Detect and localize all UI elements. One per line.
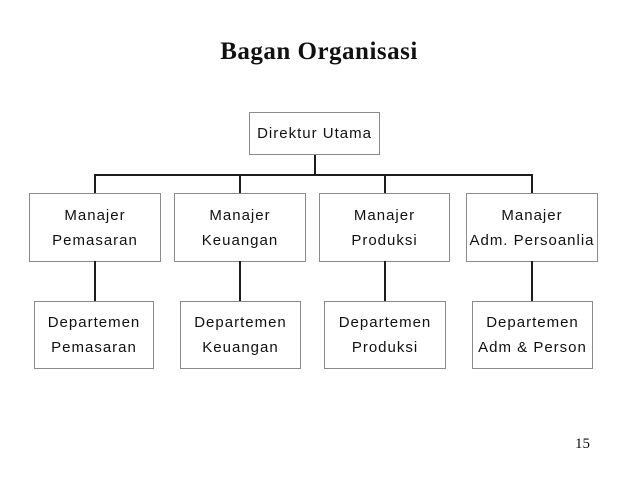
node-label-line2: Produksi bbox=[351, 231, 418, 249]
node-label-line1: Departemen bbox=[486, 314, 579, 331]
connector-stub-4 bbox=[531, 174, 533, 193]
connector-manager-dept-3 bbox=[384, 261, 386, 302]
connector-manager-dept-2 bbox=[239, 261, 241, 302]
page-number: 15 bbox=[575, 436, 590, 452]
connector-stub-1 bbox=[94, 174, 96, 193]
connector-root-vertical bbox=[314, 155, 316, 175]
node-label-line1: Departemen bbox=[194, 314, 287, 331]
node-label-line1: Manajer bbox=[209, 206, 271, 224]
node-label-line1: Departemen bbox=[338, 314, 432, 331]
node-label-line2: Adm & Person bbox=[478, 339, 587, 356]
node-label-line2: Adm. Persoanlia bbox=[469, 231, 595, 249]
connector-stub-3 bbox=[384, 174, 386, 193]
node-label-line2: Pemasaran bbox=[52, 231, 138, 249]
node-label-line2: Produksi bbox=[351, 339, 419, 356]
org-node-departemen-pemasaran: Departemen Pemasaran bbox=[34, 301, 154, 369]
node-label-line2: Keuangan bbox=[202, 339, 279, 356]
slide-title: Bagan Organisasi bbox=[220, 38, 418, 65]
org-node-departemen-adm-person: Departemen Adm & Person bbox=[472, 301, 593, 369]
connector-horizontal bbox=[94, 174, 533, 176]
connector-manager-dept-1 bbox=[94, 261, 96, 302]
node-label: Direktur Utama bbox=[257, 125, 372, 142]
org-node-manajer-keuangan: Manajer Keuangan bbox=[174, 193, 306, 262]
node-label-line1: Manajer bbox=[501, 206, 563, 224]
org-node-departemen-keuangan: Departemen Keuangan bbox=[180, 301, 301, 369]
org-node-manajer-adm-persoanlia: Manajer Adm. Persoanlia bbox=[466, 193, 598, 262]
connector-stub-2 bbox=[239, 174, 241, 193]
org-node-direktur-utama: Direktur Utama bbox=[249, 112, 380, 155]
node-label-line2: Pemasaran bbox=[51, 339, 137, 356]
org-node-departemen-produksi: Departemen Produksi bbox=[324, 301, 446, 369]
node-label-line2: Keuangan bbox=[201, 231, 279, 249]
node-label-line1: Manajer bbox=[64, 206, 126, 224]
node-label-line1: Manajer bbox=[353, 206, 416, 224]
node-label-line1: Departemen bbox=[47, 314, 141, 331]
connector-manager-dept-4 bbox=[531, 261, 533, 302]
org-node-manajer-produksi: Manajer Produksi bbox=[319, 193, 450, 262]
org-node-manajer-pemasaran: Manajer Pemasaran bbox=[29, 193, 161, 262]
